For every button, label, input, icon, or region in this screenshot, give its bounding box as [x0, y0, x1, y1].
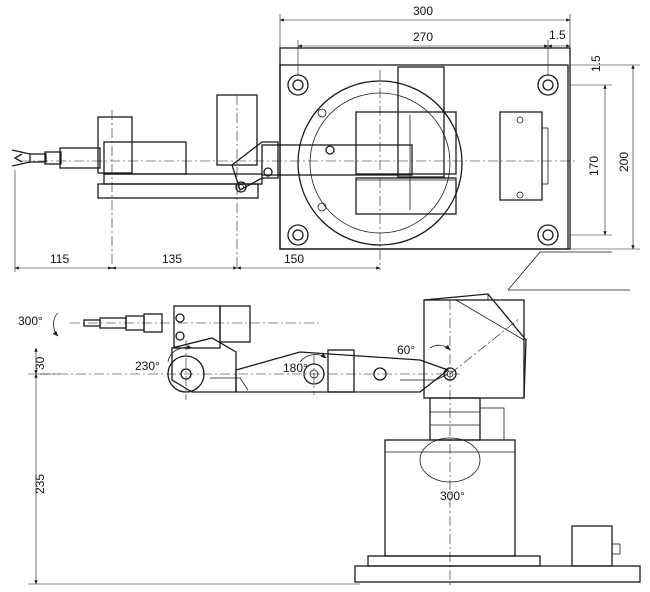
dim-seg3: 150: [284, 252, 304, 266]
end-effector: [11, 147, 101, 169]
side-view: 300° 230° 180° 60° 300° 30 235: [18, 293, 641, 585]
shoulder-motor: [397, 66, 445, 178]
side-block: [499, 111, 543, 201]
dim-seg2: 135: [162, 252, 182, 266]
dim-edge-offset: 1.5: [549, 28, 566, 42]
dim-overall-width: 300: [413, 4, 433, 18]
dim-plate-height: 170: [587, 156, 601, 176]
upper-arm-link: [235, 351, 450, 393]
label-shoulder-height: 235: [33, 474, 47, 494]
label-elbow: 180°: [283, 361, 308, 375]
dim-edge-offset-vertical: 1.5: [589, 55, 603, 72]
dim-seg1: 115: [50, 252, 69, 266]
controller-box: [571, 525, 613, 567]
turret-column: [429, 397, 481, 441]
dim-overall-height: 200: [617, 152, 631, 172]
base-plate-inner: [279, 64, 569, 250]
top-view: 300 270 1.5 1.5 170 200 115 135 150: [11, 4, 640, 291]
base-floor-plate: [354, 565, 641, 583]
label-base-rotation: 300°: [440, 489, 465, 503]
shoulder-housing: [423, 299, 525, 399]
upper-arm: [261, 144, 413, 176]
label-wrist-rotation: 300°: [18, 314, 43, 328]
base-rotation-ellipse: [419, 437, 481, 483]
label-shoulder: 60°: [397, 343, 415, 357]
dim-plate-width: 270: [413, 30, 433, 44]
base-plate-outer: [279, 47, 571, 250]
label-wrist-pitch: 230°: [135, 359, 160, 373]
label-offset-height: 30: [33, 356, 47, 370]
forearm-link: [171, 337, 237, 393]
mounting-holes: [287, 74, 559, 246]
